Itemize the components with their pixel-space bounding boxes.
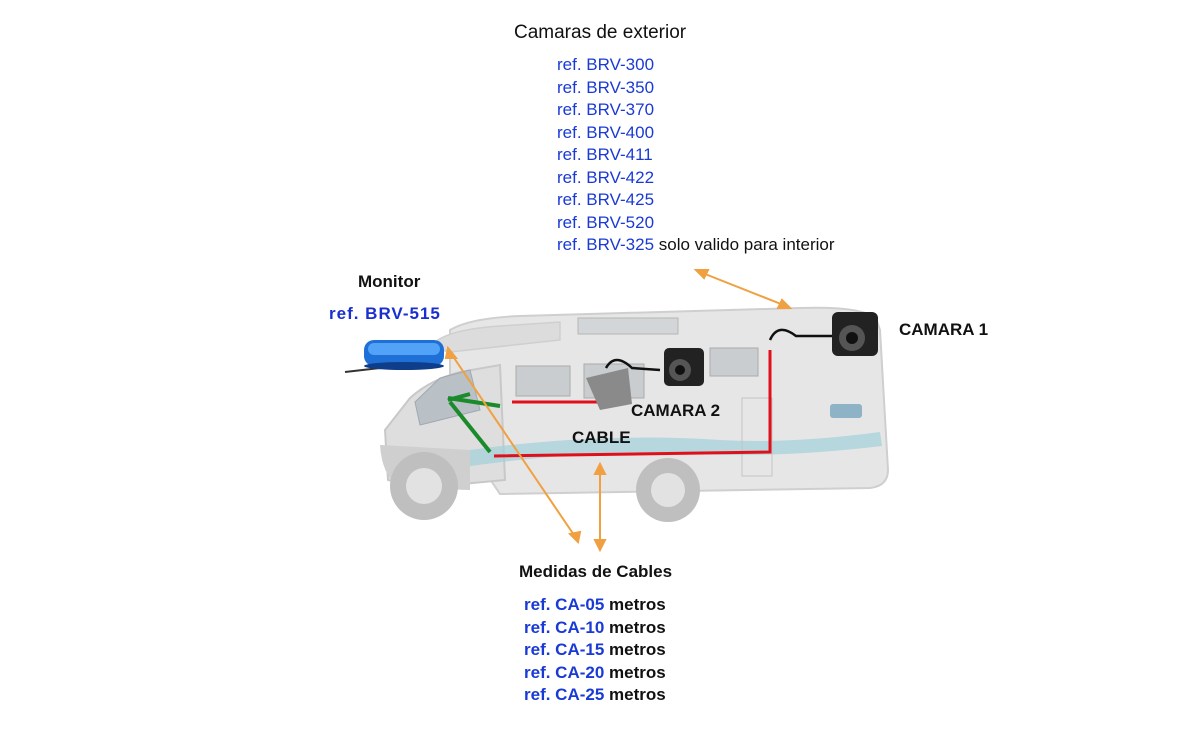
camera-ref[interactable]: ref. BRV-300 (557, 55, 655, 74)
pointer-arrows (444, 269, 793, 553)
camera-ref-item: ref. BRV-520 (557, 212, 835, 235)
cable-ref[interactable]: ref. CA-15 (524, 640, 605, 659)
cable-ref-list: ref. CA-05 metros ref. CA-10 metros ref.… (524, 594, 666, 707)
cable-ref-item: ref. CA-10 metros (524, 617, 666, 640)
cable-unit: metros (604, 685, 666, 704)
camera-2-label: CAMARA 2 (631, 401, 721, 420)
camera-ref[interactable]: ref. BRV-520 (557, 212, 655, 232)
cable-label: CABLE (572, 428, 631, 447)
camera-ref-item: ref. BRV-422 (557, 167, 835, 190)
monitor-device (344, 340, 444, 373)
camera-ref-item: ref. BRV-325 solo valido para interior (557, 234, 835, 257)
camera-ref[interactable]: ref. BRV-422 (557, 167, 655, 187)
cable-ref-item: ref. CA-25 metros (524, 684, 666, 707)
cable-ref[interactable]: ref. CA-05 (524, 595, 605, 614)
camera-ref-note: solo valido para interior (654, 235, 835, 254)
camera-1-device (768, 312, 878, 356)
camera-ref-item: ref. BRV-370 (557, 99, 835, 122)
monitor-title: Monitor (358, 272, 421, 291)
camera-2-device (586, 348, 704, 410)
camera-1-label: CAMARA 1 (899, 320, 989, 339)
camera-ref-item: ref. BRV-350 (557, 77, 835, 100)
cable-unit: metros (604, 640, 666, 659)
camera-ref-item: ref. BRV-425 (557, 189, 835, 212)
motorhome-illustration (380, 306, 890, 522)
cable-unit: metros (604, 595, 666, 614)
camera-ref[interactable]: ref. BRV-425 (557, 190, 655, 209)
camera-ref[interactable]: ref. BRV-411 (557, 145, 653, 164)
monitor-ref[interactable]: ref. BRV-515 (329, 304, 441, 323)
camera-ref-item: ref. BRV-411 (557, 144, 835, 167)
camera-cables (493, 350, 772, 458)
cable-unit: metros (604, 617, 666, 637)
camera-ref-item: ref. BRV-300 (557, 54, 835, 77)
cable-ref-item: ref. CA-15 metros (524, 639, 666, 662)
cable-ref-item: ref. CA-05 metros (524, 594, 666, 617)
exterior-cameras-title: Camaras de exterior (514, 22, 687, 43)
camera-ref[interactable]: ref. BRV-350 (557, 77, 655, 97)
camera-ref-item: ref. BRV-400 (557, 122, 835, 145)
exterior-camera-ref-list: ref. BRV-300 ref. BRV-350 ref. BRV-370 r… (557, 54, 835, 257)
camera-ref[interactable]: ref. BRV-370 (557, 100, 655, 119)
camera-ref[interactable]: ref. BRV-325 (557, 235, 655, 254)
cables-title: Medidas de Cables (519, 562, 673, 581)
cable-ref[interactable]: ref. CA-25 (524, 685, 605, 704)
cable-ref-item: ref. CA-20 metros (524, 662, 666, 685)
cable-ref[interactable]: ref. CA-20 (524, 662, 605, 682)
camera-ref[interactable]: ref. BRV-400 (557, 122, 655, 142)
cable-ref[interactable]: ref. CA-10 (524, 617, 605, 637)
monitor-wires (447, 392, 501, 454)
cable-unit: metros (604, 662, 666, 682)
